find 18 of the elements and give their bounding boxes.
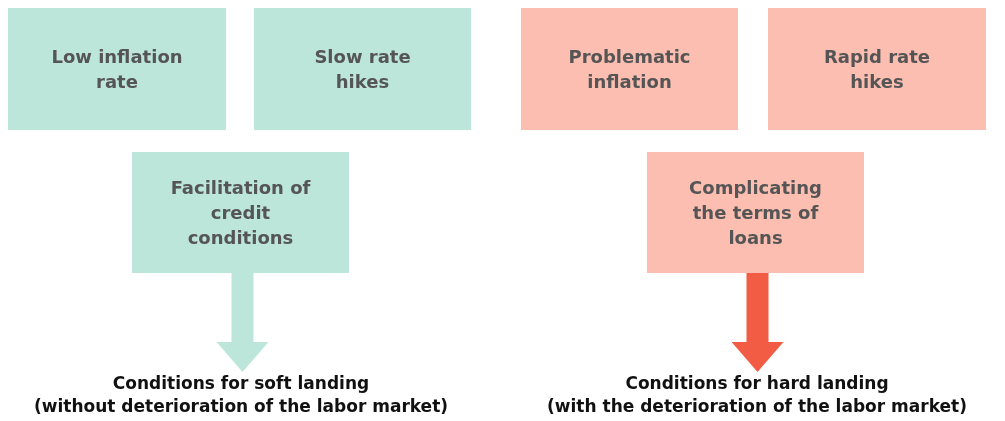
factor-box xyxy=(521,8,738,130)
factor-label: Low inflation rate xyxy=(50,45,184,94)
factor-box xyxy=(768,8,986,130)
factor-label: Rapid rate hikes xyxy=(822,45,932,94)
factor-label: Problematic inflation xyxy=(567,45,692,94)
factor-box xyxy=(647,152,864,273)
factor-label: Complicating the terms of loans xyxy=(688,176,823,250)
factor-box xyxy=(8,8,226,130)
outcome-text: (with the deterioration of the labor market) xyxy=(547,395,967,418)
factor-label: Facilitation of credit conditions xyxy=(169,176,312,250)
outcome-text: (without deterioration of the labor market) xyxy=(33,395,449,418)
down-arrow xyxy=(731,273,784,372)
factor-label: Slow rate hikes xyxy=(313,45,412,94)
factor-box xyxy=(254,8,471,130)
down-arrow xyxy=(216,273,269,372)
outcome-text: Conditions for hard landing xyxy=(625,372,889,395)
factor-box xyxy=(132,152,349,273)
outcome-text: Conditions for soft landing xyxy=(112,372,370,395)
